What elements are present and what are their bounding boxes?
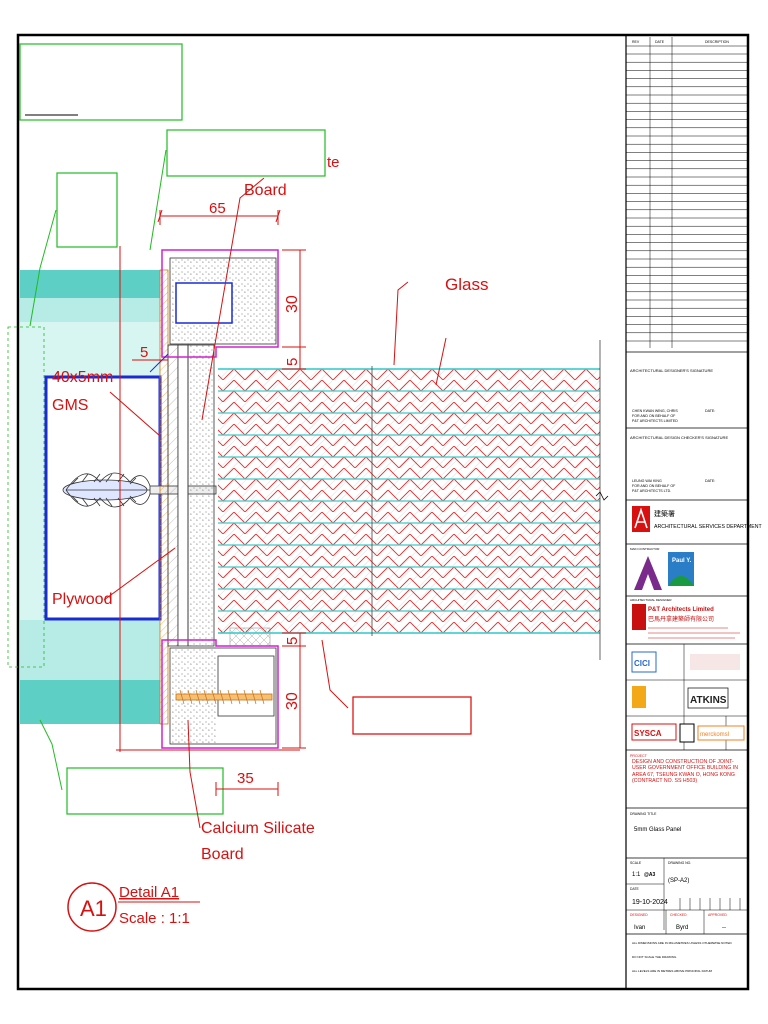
dimension-lines — [116, 209, 306, 796]
checker-name: LEUNG WAI KING — [632, 479, 662, 483]
label-board-top: Board — [244, 182, 287, 199]
rev-col-rev: REV — [632, 40, 640, 44]
checker-company: P&T ARCHITECTS LTD. — [632, 489, 671, 493]
note-2: DO NOT SCALE THE DRAWING — [632, 955, 677, 959]
dim-top-height: 30 — [284, 295, 301, 313]
annotation-box-left — [56, 172, 118, 248]
project-label: PROJECT — [630, 754, 648, 758]
scale-value: 1:1 — [632, 872, 641, 878]
frame-top-outline — [161, 249, 279, 358]
drawing-no-label: DRAWING NO. — [668, 861, 691, 865]
architect-name: CHEN KWAN WING, CHRIS — [632, 409, 678, 413]
frame-bottom-outline — [161, 639, 279, 749]
checked-value: Byrd — [676, 925, 688, 931]
label-calcium-bottom-2: Board — [201, 846, 244, 863]
rev-col-description: DESCRIPTION — [705, 40, 729, 44]
designed-label: DESIGNED — [630, 913, 648, 917]
label-gms-size: 40x5mm — [52, 369, 113, 386]
architect-company: P&T ARCHITECTS LIMITED — [632, 419, 678, 423]
detail-tag-label: A1 — [80, 896, 107, 921]
designed-value: Ivan — [634, 925, 645, 931]
dim-offset: 5 — [140, 344, 148, 361]
dim-bottom-height: 30 — [284, 692, 301, 710]
checker-date-label: DATE: — [705, 479, 715, 483]
approved-label: APPROVED — [708, 913, 727, 917]
consultant-logo: merckomsl — [700, 732, 729, 738]
architect-date-label: DATE: — [705, 409, 715, 413]
asd-logo — [632, 506, 650, 532]
label-gms: GMS — [52, 397, 88, 414]
detail-tag: A1 Detail A1 Scale : 1:1 — [67, 882, 200, 932]
pt-chinese-name: 巴馬丹拿建築師有限公司 — [648, 615, 714, 623]
label-glass: Glass — [445, 275, 488, 294]
checker-on-behalf: FOR AND ON BEHALF OF — [632, 484, 676, 488]
annotation-box-red — [352, 696, 472, 735]
label-calcium-top: te — [327, 154, 340, 171]
date-value: 19-10-2024 — [632, 899, 668, 906]
main-contractor-logo: Paul Y. — [634, 552, 694, 590]
rev-col-date: DATE — [655, 40, 665, 44]
drawing-title: 5mm Glass Panel — [634, 827, 681, 833]
pt-name: P&T Architects Limited — [648, 607, 714, 613]
label-plywood: Plywood — [52, 591, 112, 608]
note-1: ALL DIMENSIONS ARE IN MILLIMETRES UNLESS… — [632, 941, 733, 945]
title-block: REV DATE DESCRIPTION ARCHITECTURAL DESIG… — [626, 37, 762, 973]
paper-size: @A3 — [644, 872, 655, 878]
sheet-border — [16, 33, 750, 991]
dim-bottom-width: 35 — [237, 770, 254, 787]
architect-on-behalf: FOR AND ON BEHALF OF — [632, 414, 676, 418]
bottom-screw — [175, 689, 273, 705]
checked-label: CHECKED — [670, 913, 687, 917]
detail-title: Detail A1 — [119, 884, 179, 901]
glass-panel — [218, 366, 609, 636]
drawing-title-label: DRAWING TITLE — [630, 812, 657, 816]
atkins-logo: ATKINS — [690, 695, 727, 706]
title-annotation-box — [19, 43, 183, 121]
project-title: DESIGN AND CONSTRUCTION OF JOINT-USER GO… — [632, 759, 738, 784]
drawing-no: (SP-A2) — [668, 878, 689, 884]
dim-top-gap: 5 — [284, 358, 301, 366]
main-contractor-label: MAIN CONTRACTOR — [630, 547, 660, 551]
dim-top-width: 65 — [209, 200, 226, 217]
paul-y-logo-text: Paul Y. — [672, 558, 692, 564]
annotation-box-calcium-top — [166, 129, 326, 177]
project-title-wrap: DESIGN AND CONSTRUCTION OF JOINT-USER GO… — [632, 759, 738, 784]
scale-label: SCALE — [630, 861, 642, 865]
asd-name: ARCHITECTURAL SERVICES DEPARTMENT — [654, 524, 762, 530]
sysca-logo: SYSCA — [634, 729, 662, 738]
dim-bottom-gap: 5 — [284, 637, 301, 645]
design-consultant-label: ARCHITECTURAL DESIGNER — [630, 598, 672, 602]
annotation-box-bottom — [66, 767, 224, 815]
architect-sig-title: ARCHITECTURAL DESIGNER'S SIGNATURE — [630, 368, 713, 373]
asd-chinese-name: 建築署 — [654, 509, 675, 518]
date-label: DATE — [630, 887, 640, 891]
checker-title: ARCHITECTURAL DESIGN CHECKER'S SIGNATURE — [630, 435, 728, 440]
note-3: ALL LEVELS ARE IN METRES ABOVE PRINCIPAL… — [632, 969, 713, 973]
approved-value: -- — [722, 925, 726, 931]
consultant-logo-orange — [632, 686, 646, 708]
pt-logo-mark — [632, 604, 646, 630]
label-calcium-bottom-1: Calcium Silicate — [201, 820, 315, 837]
detail-scale: Scale : 1:1 — [119, 910, 190, 927]
cici-logo: CICI — [634, 659, 650, 668]
